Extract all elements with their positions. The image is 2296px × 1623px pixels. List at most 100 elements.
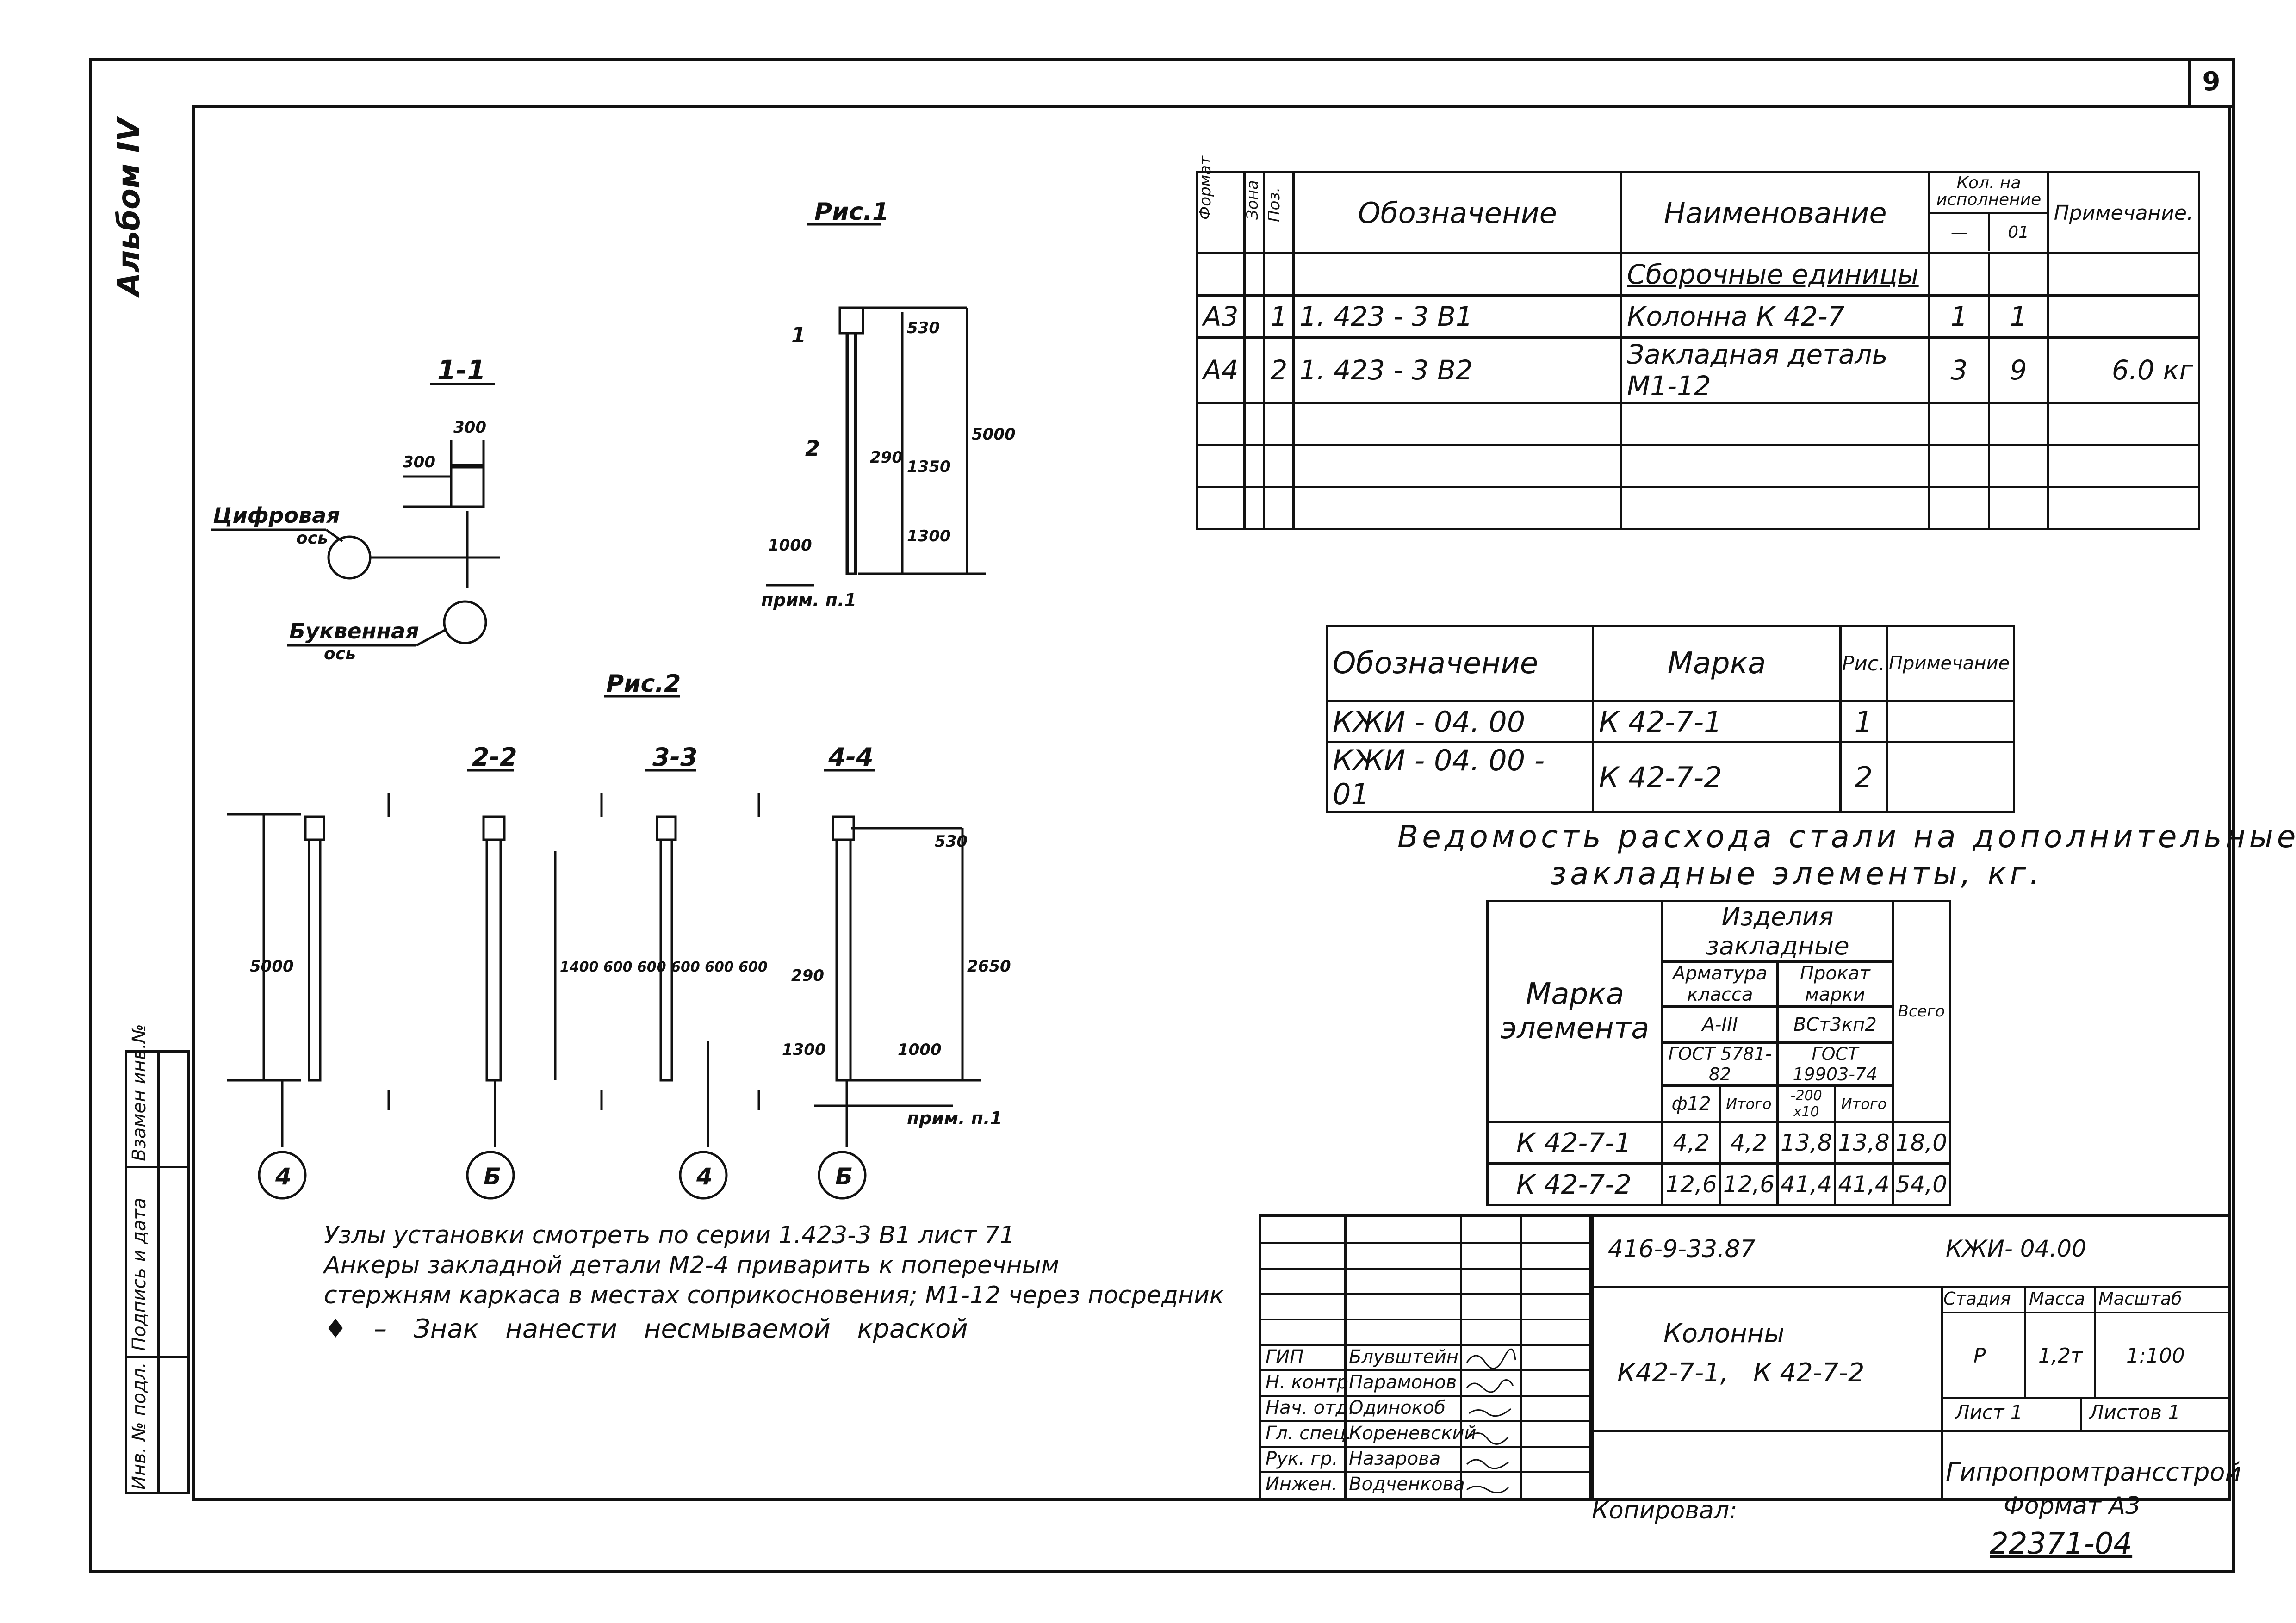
tb-scale: 1:100: [2126, 1344, 2185, 1368]
copied-label: Копировал:: [1592, 1497, 1738, 1524]
fig2-label: Рис.2: [606, 670, 681, 698]
steel-hdr-rebar: Арматура класса: [1661, 960, 1779, 1008]
role-rukgr: Рук. гр.: [1266, 1448, 1338, 1469]
title-block: ГИП Н. контр. Нач. отд. Гл. спец. Рук. г…: [1259, 1214, 2241, 1499]
dim-290b: 290: [791, 966, 824, 985]
dim-290: 290: [870, 448, 903, 467]
section-4-4-label: 4-4: [828, 743, 874, 772]
name-1: Блувштейн: [1349, 1346, 1458, 1368]
note-2: Анкеры закладной детали М2-4 приварить к…: [324, 1251, 1059, 1279]
dim-300b: 300: [403, 453, 435, 471]
dim-1000b: 1000: [898, 1041, 942, 1059]
axis-6b: Б: [835, 1163, 853, 1190]
steel-hdr-total: Всего: [1891, 900, 1952, 1123]
tb-h-stage: Стадия: [1943, 1288, 2011, 1309]
outer-frame: [89, 58, 2235, 1573]
name-2: Парамонов: [1349, 1372, 1457, 1393]
hdr-qty: Кол. на исполнение: [1930, 174, 2047, 214]
note-3: стержням каркаса в местах соприкосновени…: [324, 1282, 1224, 1309]
specification-table: Формат Зона Поз. Обозначение Наименовани…: [1196, 156, 2201, 530]
steel-hdr-200: -200 х10: [1776, 1084, 1837, 1123]
marka-row: КЖИ - 04. 00 - 01 К 42-7-2 2: [1325, 741, 2016, 813]
steel-hdr-a3: А-III: [1661, 1005, 1779, 1044]
steel-hdr-itogo2: Итого: [1834, 1084, 1894, 1123]
tb-code: 416-9-33.87: [1608, 1235, 1756, 1263]
dim-600: 1400 600 600 600 600 600: [560, 959, 768, 975]
axis-digit-label: Цифровая: [213, 503, 340, 528]
dim-1300: 1300: [907, 527, 951, 545]
pos-2-label: 2: [805, 436, 820, 461]
tb-h-mass: Масса: [2029, 1288, 2085, 1309]
hdr-qty-01: 01: [2008, 223, 2029, 242]
marka-row: КЖИ - 04. 00 К 42-7-1 1: [1325, 700, 2016, 743]
steel-hdr-rolled: Прокат марки: [1776, 960, 1894, 1008]
axis-digit-sub: ось: [296, 529, 328, 548]
name-6: Водченкова: [1349, 1474, 1465, 1495]
steel-hdr-gost2: ГОСТ 19903-74: [1776, 1041, 1894, 1087]
dim-2650: 2650: [967, 957, 1011, 976]
steel-hdr-vst: ВСт3кп2: [1776, 1005, 1894, 1044]
note-4: ♦ – Знак нанести несмываемой краской: [324, 1314, 968, 1344]
axis-6a: Б: [484, 1163, 501, 1190]
group-title: Сборочные единицы: [1620, 252, 1931, 297]
drawing-frame: [192, 105, 2231, 1501]
steel-title-2: закладные элементы, кг.: [1550, 856, 2043, 892]
marka-hdr-marka: Марка: [1592, 625, 1842, 702]
name-3: Одинокоб: [1349, 1397, 1446, 1419]
role-glspec: Гл. спец.: [1266, 1423, 1352, 1444]
fig1-label: Рис.1: [814, 198, 889, 226]
section-1-1-label: 1-1: [437, 354, 486, 386]
steel-hdr-marka: Марка элемента: [1486, 900, 1664, 1123]
tb-stage: Р: [1973, 1344, 1986, 1368]
steel-row: К 42-7-1 4,2 4,2 13,8 13,8 18,0: [1486, 1121, 1952, 1165]
hdr-note: Примечание.: [2047, 171, 2201, 254]
tb-mass: 1,2т: [2038, 1344, 2083, 1368]
tb-sheet: Лист 1: [1955, 1401, 2023, 1424]
role-nachotd: Нач. отд.: [1266, 1397, 1354, 1419]
sheet-number: 9: [2188, 58, 2232, 108]
pos-1-label: 1: [791, 322, 806, 347]
dim-530: 530: [907, 319, 940, 337]
name-5: Назарова: [1349, 1448, 1441, 1469]
spec-row: А3 1 1. 423 - 3 В1 Колонна К 42-7 1 1: [1196, 294, 2201, 339]
role-inzhen: Инжен.: [1266, 1474, 1338, 1495]
steel-hdr-itogo1: Итого: [1719, 1084, 1779, 1123]
hdr-format: Формат: [1196, 156, 1215, 220]
dim-5000b: 5000: [250, 957, 294, 976]
hdr-designation: Обозначение: [1292, 171, 1623, 254]
inventory-number: 22371-04: [1990, 1527, 2133, 1561]
name-4: Кореневский: [1349, 1423, 1477, 1444]
tb-title-1: Колонны: [1663, 1319, 1785, 1349]
steel-table: Марка элемента Изделия закладные Всего А…: [1486, 900, 1952, 1206]
axis-letter-label: Буквенная: [289, 619, 419, 644]
steel-row: К 42-7-2 12,6 12,6 41,4 41,4 54,0: [1486, 1162, 1952, 1206]
role-gip: ГИП: [1266, 1346, 1304, 1368]
axis-4a: 4: [275, 1163, 292, 1190]
dim-1350: 1350: [907, 458, 951, 476]
marka-hdr-note: Примечание: [1885, 625, 2016, 702]
steel-hdr-gost1: ГОСТ 5781-82: [1661, 1041, 1779, 1087]
axis-4b: 4: [696, 1163, 713, 1190]
dim-1300b: 1300: [782, 1041, 826, 1059]
marka-hdr-fig: Рис.: [1839, 625, 1888, 702]
role-nkontr: Н. контр.: [1266, 1372, 1354, 1393]
tb-doc: КЖИ- 04.00: [1946, 1235, 2086, 1262]
hdr-qty-dash: —: [1930, 214, 1990, 251]
dim-530b: 530: [935, 832, 968, 851]
steel-hdr-items: Изделия закладные: [1661, 900, 1894, 963]
section-3-3-label: 3-3: [652, 743, 698, 772]
axis-letter-sub: ось: [324, 644, 356, 663]
steel-title-1: Ведомость расхода стали на дополнительны…: [1397, 819, 2296, 855]
hdr-pos: Поз.: [1265, 187, 1284, 222]
marka-hdr-designation: Обозначение: [1325, 625, 1595, 702]
tb-sheets: Листов 1: [2089, 1401, 2180, 1424]
marka-table: Обозначение Марка Рис. Примечание КЖИ - …: [1325, 625, 2016, 813]
note-ref-1: прим. п.1: [761, 590, 856, 610]
tb-h-scale: Масштаб: [2098, 1288, 2182, 1309]
steel-hdr-f12: ф12: [1661, 1084, 1721, 1123]
note-1: Узлы установки смотреть по серии 1.423-3…: [324, 1221, 1015, 1249]
hdr-zone: Зона: [1243, 180, 1262, 220]
dim-300a: 300: [453, 418, 486, 437]
signatures: [1466, 1348, 1516, 1493]
